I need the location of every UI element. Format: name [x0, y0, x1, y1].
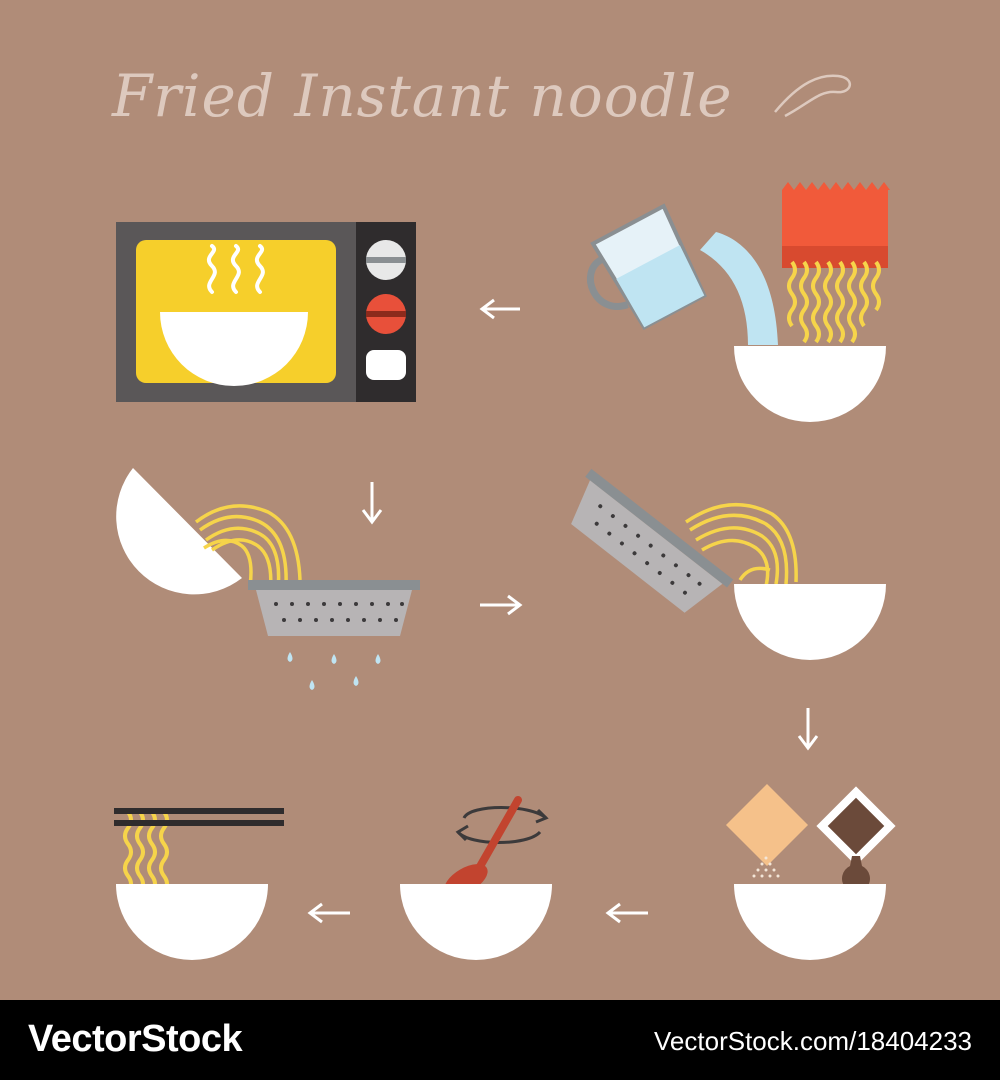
- step-noodles-to-bowl: [571, 468, 886, 660]
- arrow-left-icon: [605, 902, 648, 924]
- bowl-icon: [116, 468, 242, 595]
- measuring-cup-icon: [587, 203, 707, 331]
- bowl-icon: [734, 884, 886, 960]
- sauce-packet-icon: [816, 786, 896, 893]
- stir-arrows-icon: [455, 806, 549, 844]
- arrow-down-icon: [797, 708, 819, 751]
- noodle-bundle: [685, 502, 798, 587]
- noodle-package-icon: [782, 182, 890, 268]
- title-swash: [774, 74, 851, 118]
- noodle-bundle: [123, 810, 169, 894]
- bowl-icon: [400, 884, 552, 960]
- step-add-seasoning: [725, 783, 896, 960]
- bowl-icon: [734, 584, 886, 660]
- arrow-left-icon: [479, 298, 520, 320]
- seasoning-packet-icon: [725, 783, 809, 878]
- infographic-canvas: [114, 74, 896, 960]
- water-stream: [700, 232, 778, 345]
- start-button-shape: [366, 350, 406, 380]
- step-drain-noodles: [116, 468, 420, 690]
- watermark-footer: VectorStock VectorStock.com/18404233: [0, 1000, 1000, 1080]
- strainer-icon: [248, 580, 420, 636]
- bowl-icon: [116, 884, 268, 960]
- step-stir: [400, 796, 552, 960]
- arrow-right-icon: [480, 594, 523, 616]
- steam-icon: [206, 244, 265, 294]
- strainer-icon: [571, 468, 734, 613]
- step-serve: [114, 808, 284, 960]
- water-drops-icon: [287, 652, 381, 690]
- step-pour-water: [587, 182, 890, 422]
- footer-brand: VectorStock: [28, 1018, 243, 1060]
- noodle-bundle: [787, 260, 881, 344]
- arrow-left-icon: [307, 902, 350, 924]
- microwave-icon: [116, 222, 416, 402]
- chopsticks-icon: [114, 808, 284, 826]
- footer-url: VectorStock.com/18404233: [654, 1026, 972, 1056]
- noodle-bundle: [194, 504, 302, 595]
- arrow-down-icon: [361, 482, 383, 525]
- page-title: Fried Instant noodle: [112, 62, 733, 130]
- bowl-icon: [734, 346, 886, 422]
